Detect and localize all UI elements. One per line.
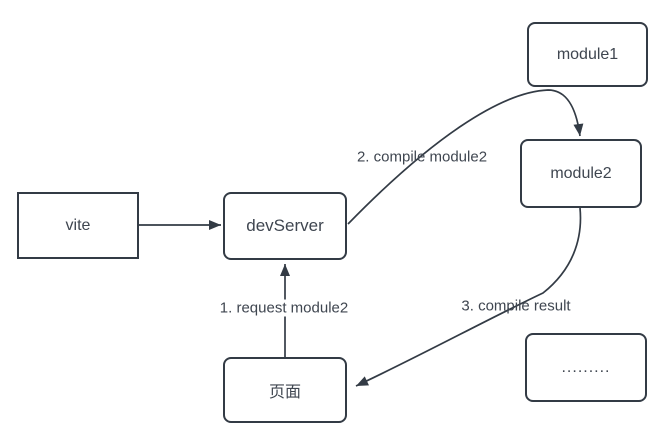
node-dots: ......... xyxy=(525,333,647,402)
edge-label-request-module2: 1. request module2 xyxy=(217,299,351,317)
node-module2-label: module2 xyxy=(550,164,612,182)
edge-label-compile-module2: 2. compile module2 xyxy=(356,148,488,166)
node-module2: module2 xyxy=(520,139,642,208)
node-page: 页面 xyxy=(223,357,347,423)
node-module1: module1 xyxy=(527,22,648,87)
node-page-label: 页面 xyxy=(268,384,301,401)
node-devserver: devServer xyxy=(223,192,347,260)
node-vite: vite xyxy=(17,192,139,259)
node-module1-label: module1 xyxy=(556,45,619,63)
edge-devserver-to-module2 xyxy=(347,89,584,225)
edge-label-compile-result: 3. compile result xyxy=(461,297,571,315)
node-dots-label: ......... xyxy=(561,358,611,376)
edge-module2-to-page xyxy=(355,207,582,387)
node-vite-label: vite xyxy=(65,216,91,234)
node-devserver-label: devServer xyxy=(246,216,324,235)
